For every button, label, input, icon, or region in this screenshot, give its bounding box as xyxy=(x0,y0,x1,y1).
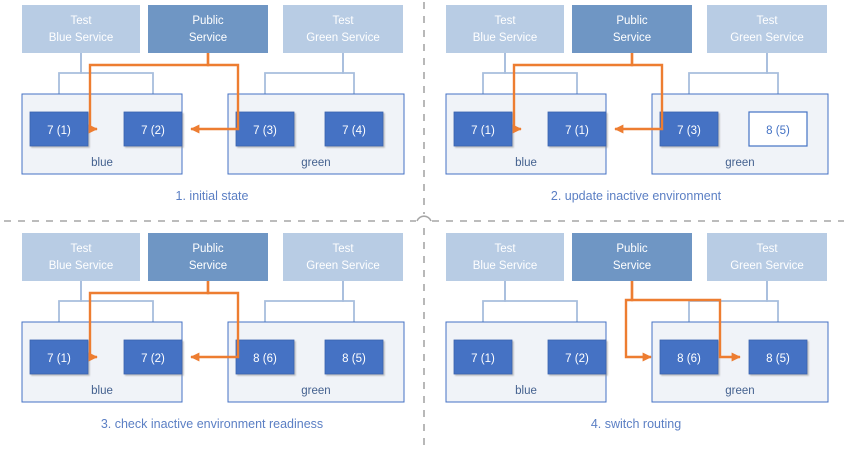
version-label: 8 (5) xyxy=(342,353,366,365)
env-name-label: blue xyxy=(515,385,537,397)
env-name-label: blue xyxy=(515,157,537,169)
blue-version-box-2[interactable]: 7 (2) xyxy=(547,339,607,375)
test-green-arrow-right xyxy=(342,53,359,107)
version-label: 7 (2) xyxy=(565,353,589,365)
green-version-box-1[interactable]: 8 (6) xyxy=(659,339,719,375)
svg-text:Public: Public xyxy=(616,15,648,27)
version-label: 7 (1) xyxy=(47,353,71,365)
test-blue-arrow-right xyxy=(504,53,582,107)
panel-caption: 2. update inactive environment xyxy=(551,189,722,203)
svg-text:Public: Public xyxy=(192,15,224,27)
svg-text:Test: Test xyxy=(494,15,516,27)
svg-text:Green Service: Green Service xyxy=(730,32,804,44)
version-label: 7 (1) xyxy=(471,125,495,137)
svg-text:Test: Test xyxy=(70,15,92,27)
green-version-box-2[interactable]: 8 (5) xyxy=(748,339,808,375)
svg-text:Green Service: Green Service xyxy=(730,260,804,272)
svg-text:Test: Test xyxy=(494,243,516,255)
svg-text:Service: Service xyxy=(189,260,227,272)
panel-4: blue green 7 (1) 7 (2) 8 (6) 8 (5) 4. switch r… xyxy=(445,233,829,431)
panel-divider-horizontal xyxy=(4,215,844,222)
green-version-box-2[interactable]: 7 (4) xyxy=(324,111,384,147)
env-name-label: green xyxy=(725,385,754,397)
panel-2: blue green 7 (1) 7 (1) 7 (3) 8 (5) 2. update i… xyxy=(445,5,829,203)
svg-text:Test: Test xyxy=(332,243,354,255)
version-label: 7 (3) xyxy=(253,125,277,137)
test-blue-arrow-right xyxy=(504,281,582,335)
env-name-label: blue xyxy=(91,157,113,169)
svg-text:Service: Service xyxy=(613,260,651,272)
public-route-blue-2 xyxy=(190,281,240,362)
public-route-blue-2 xyxy=(614,53,664,134)
blue-version-box-1[interactable]: 7 (1) xyxy=(29,339,89,375)
version-label: 8 (5) xyxy=(766,353,790,365)
green-version-box-1[interactable]: 7 (3) xyxy=(235,111,295,147)
version-label: 8 (6) xyxy=(677,353,701,365)
public-route-green-1 xyxy=(624,281,652,362)
svg-text:Blue Service: Blue Service xyxy=(473,32,538,44)
svg-text:Blue Service: Blue Service xyxy=(49,260,114,272)
panel-3: blue green 7 (1) 7 (2) 8 (6) 8 (5) 3. check in… xyxy=(21,233,405,431)
test-blue-arrow-right xyxy=(80,281,158,335)
svg-text:Test: Test xyxy=(70,243,92,255)
version-label: 7 (2) xyxy=(141,353,165,365)
test-green-arrow-right xyxy=(342,281,359,335)
test-blue-arrow-right xyxy=(80,53,158,107)
blue-version-box-1[interactable]: 7 (1) xyxy=(453,111,513,147)
env-name-label: green xyxy=(301,385,330,397)
public-route-green-2 xyxy=(630,281,741,362)
svg-text:Service: Service xyxy=(613,32,651,44)
svg-text:Public: Public xyxy=(616,243,648,255)
svg-text:Green Service: Green Service xyxy=(306,260,380,272)
green-version-box-1[interactable]: 7 (3) xyxy=(659,111,719,147)
svg-text:Service: Service xyxy=(189,32,227,44)
public-route-blue-2 xyxy=(190,53,240,134)
version-label: 7 (1) xyxy=(565,125,589,137)
panel-1: blue green 7 (1) 7 (2) 7 (3) 7 (4) 1. initial … xyxy=(21,5,405,203)
env-name-label: green xyxy=(725,157,754,169)
blue-version-box-1[interactable]: 7 (1) xyxy=(453,339,513,375)
green-version-box-2[interactable]: 8 (5) xyxy=(324,339,384,375)
blue-version-box-2[interactable]: 7 (2) xyxy=(123,339,183,375)
panel-caption: 3. check inactive environment readiness xyxy=(101,417,323,431)
blue-version-box-1[interactable]: 7 (1) xyxy=(29,111,89,147)
panel-caption: 1. initial state xyxy=(176,189,249,203)
blue-version-box-2[interactable]: 7 (1) xyxy=(547,111,607,147)
version-label: 7 (1) xyxy=(47,125,71,137)
version-label: 7 (4) xyxy=(342,125,366,137)
svg-text:Green Service: Green Service xyxy=(306,32,380,44)
env-name-label: green xyxy=(301,157,330,169)
svg-text:Test: Test xyxy=(756,243,778,255)
svg-text:Blue Service: Blue Service xyxy=(473,260,538,272)
version-label: 8 (5) xyxy=(766,125,790,137)
green-version-box-2[interactable]: 8 (5) xyxy=(748,111,808,147)
blue-version-box-2[interactable]: 7 (2) xyxy=(123,111,183,147)
green-version-box-1[interactable]: 8 (6) xyxy=(235,339,295,375)
panel-caption: 4. switch routing xyxy=(591,417,681,431)
svg-text:Blue Service: Blue Service xyxy=(49,32,114,44)
version-label: 7 (1) xyxy=(471,353,495,365)
test-green-arrow-right xyxy=(766,281,783,335)
version-label: 7 (2) xyxy=(141,125,165,137)
svg-text:Test: Test xyxy=(332,15,354,27)
version-label: 8 (6) xyxy=(253,353,277,365)
version-label: 7 (3) xyxy=(677,125,701,137)
test-green-arrow-right xyxy=(766,53,783,107)
env-name-label: blue xyxy=(91,385,113,397)
svg-text:Test: Test xyxy=(756,15,778,27)
svg-text:Public: Public xyxy=(192,243,224,255)
